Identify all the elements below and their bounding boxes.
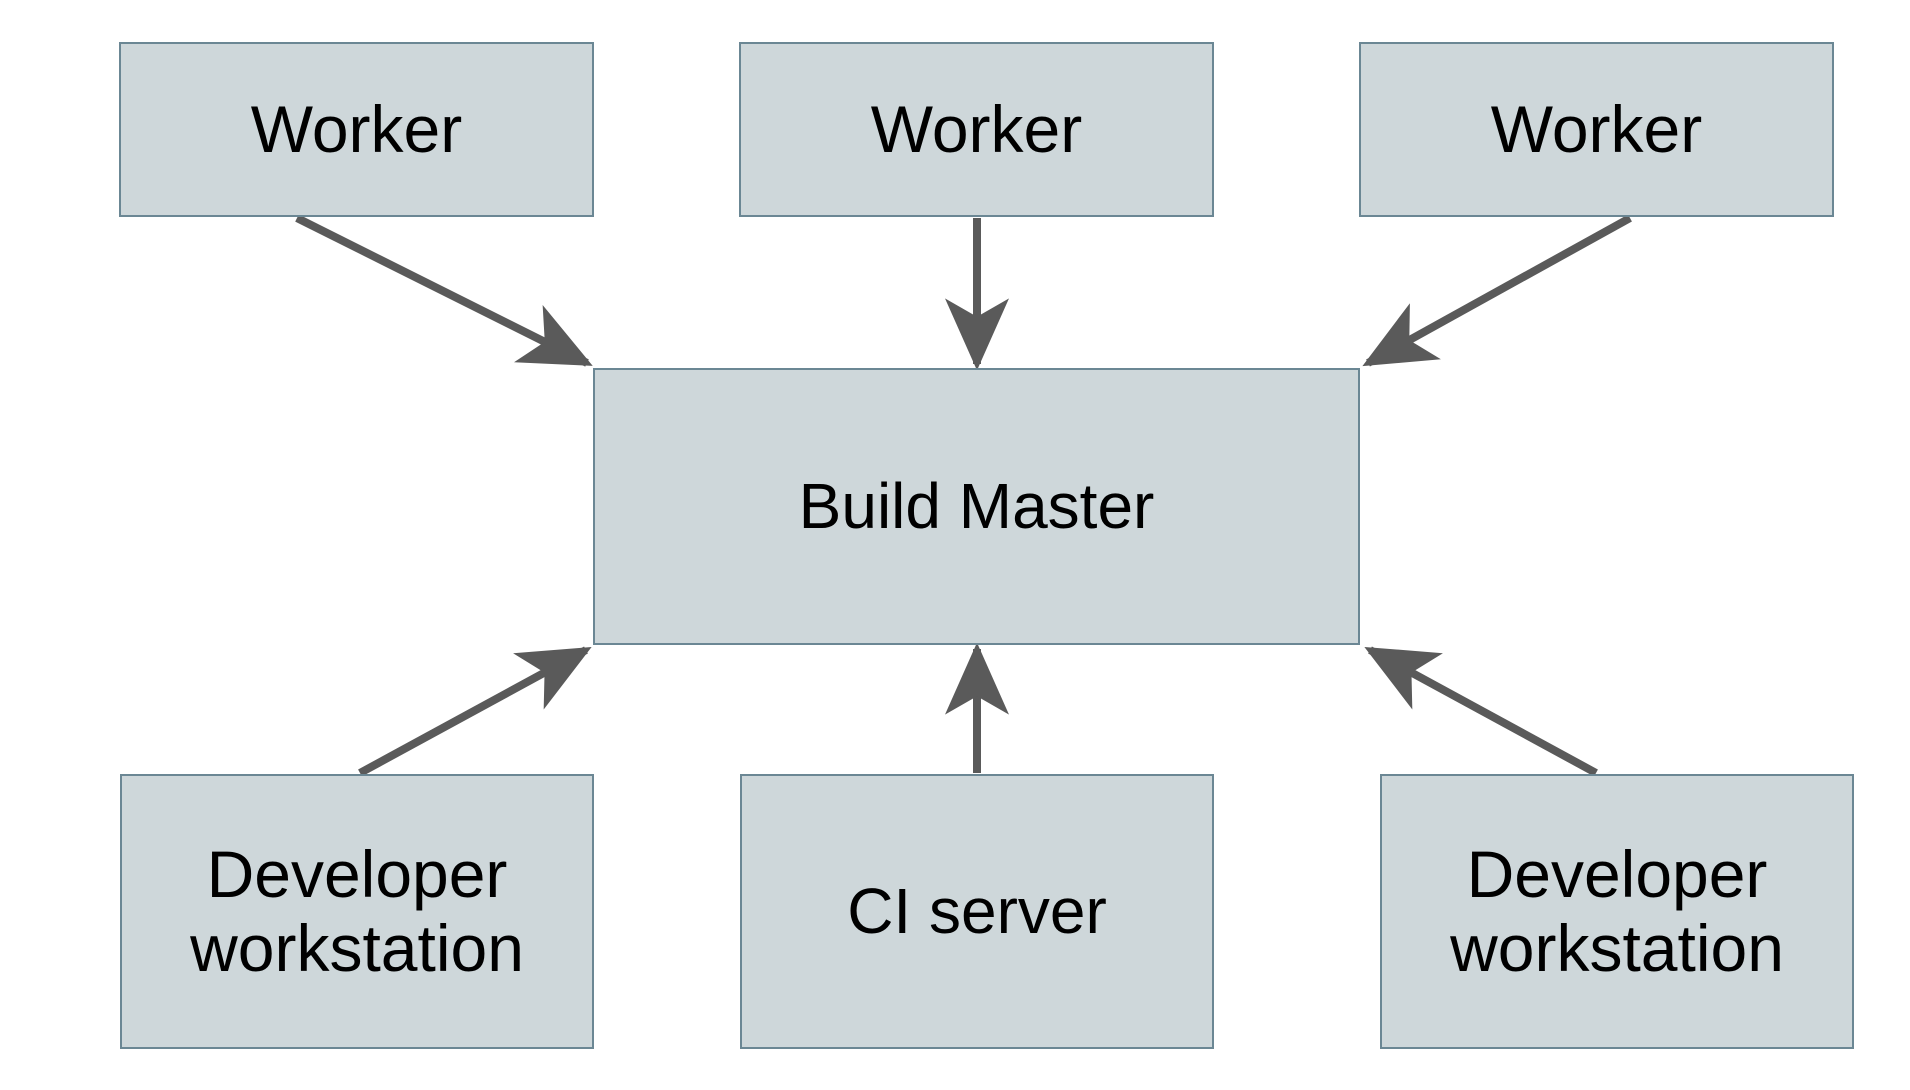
node-worker-1[interactable]: Worker (119, 42, 594, 217)
edge-dev-workstation-right-to-build-master (1364, 646, 1598, 777)
node-worker-2-label: Worker (870, 91, 1083, 166)
node-build-master[interactable]: Build Master (593, 368, 1360, 645)
node-worker-3[interactable]: Worker (1359, 42, 1834, 217)
edge-dev-workstation-left-to-build-master (358, 646, 592, 777)
node-worker-1-label: Worker (250, 91, 463, 166)
edge-worker-1-to-build-master (295, 214, 593, 367)
node-developer-workstation-left[interactable]: Developer workstation (120, 774, 594, 1049)
node-ci-server[interactable]: CI server (740, 774, 1214, 1049)
node-developer-workstation-left-label: Developer workstation (190, 836, 524, 985)
node-worker-2[interactable]: Worker (739, 42, 1214, 217)
edge-worker-3-to-build-master (1362, 214, 1632, 367)
node-developer-workstation-right[interactable]: Developer workstation (1380, 774, 1854, 1049)
node-worker-3-label: Worker (1490, 91, 1703, 166)
node-build-master-label: Build Master (798, 469, 1155, 542)
node-ci-server-label: CI server (847, 874, 1107, 947)
node-developer-workstation-right-label: Developer workstation (1450, 836, 1784, 985)
